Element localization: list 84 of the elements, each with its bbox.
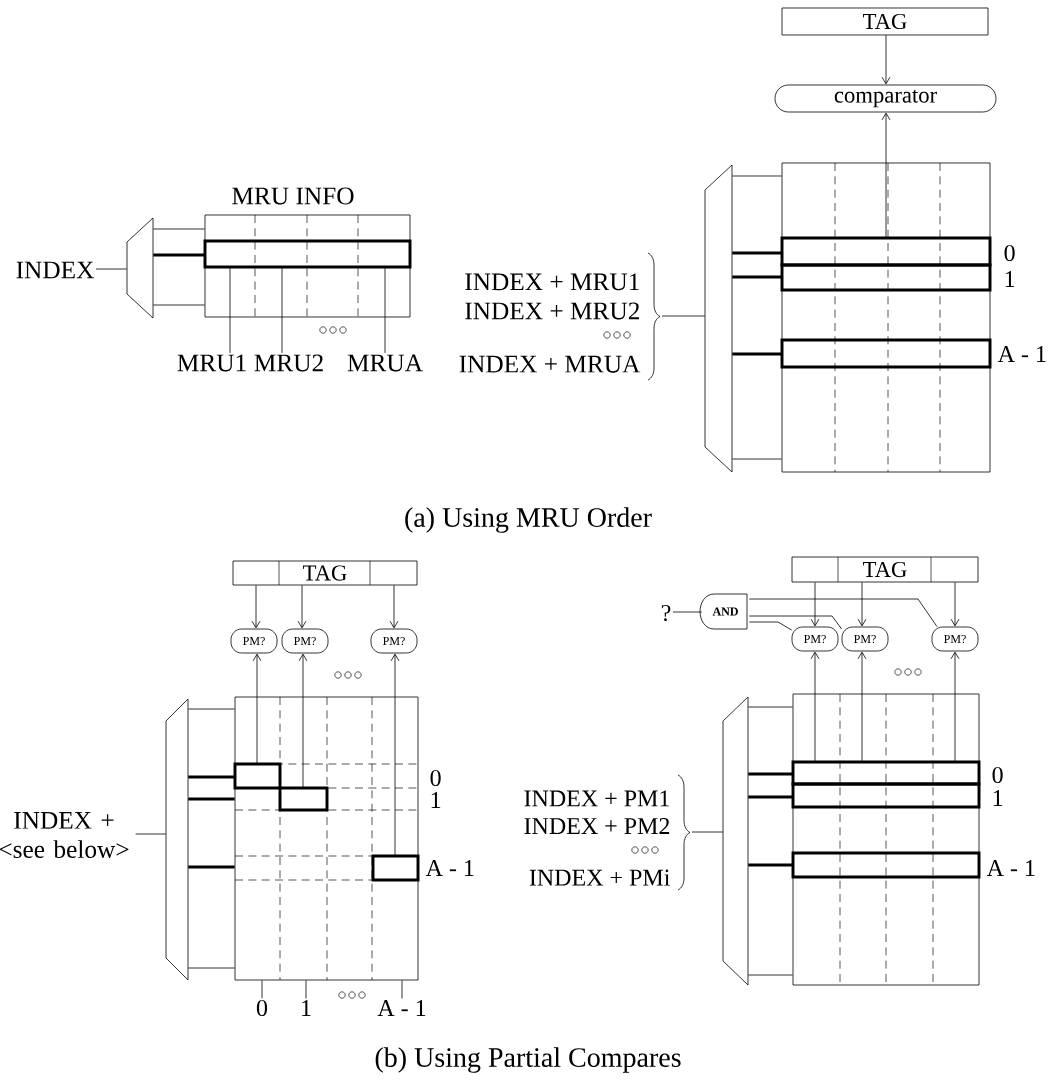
signal-line <box>135 833 167 835</box>
column-number: 1 <box>302 1000 311 1016</box>
column-number: A - 1 <box>377 1000 426 1016</box>
word-line <box>748 795 793 799</box>
word-line <box>187 967 235 969</box>
arrow <box>857 582 867 627</box>
leader-line <box>384 265 386 354</box>
arrow <box>881 35 891 85</box>
comparator: PM? <box>281 628 329 654</box>
arrow <box>389 585 399 629</box>
comparator: PM? <box>791 626 839 652</box>
word-line <box>732 275 782 279</box>
row-number: 1 <box>1005 271 1015 287</box>
comparator: PM? <box>370 628 418 654</box>
field-label: MRUA <box>347 354 423 372</box>
decoder-symbol <box>165 698 189 981</box>
signal-label: INDEX + <see below> <box>0 812 129 858</box>
leader-line <box>401 980 403 999</box>
arrow <box>251 585 261 629</box>
word-line <box>187 708 235 710</box>
caption: (a) Using MRU Order <box>405 507 652 533</box>
word-line <box>747 706 793 708</box>
word-line <box>732 251 782 255</box>
arrow <box>950 582 960 627</box>
signal-line <box>95 268 128 270</box>
row-number: A - 1 <box>997 346 1046 362</box>
word-line <box>731 175 782 177</box>
signal-line <box>748 615 842 630</box>
leader-line <box>229 265 231 354</box>
leader-line <box>281 265 283 354</box>
arrow <box>857 651 867 762</box>
decoder-symbol <box>126 217 154 319</box>
arrow <box>810 582 820 627</box>
address-list: INDEX + PM1 INDEX + PM2 INDEX + PMi <box>524 790 670 886</box>
word-line <box>153 253 205 257</box>
comparator: PM? <box>230 628 278 654</box>
field-label: MRU1 <box>177 354 246 372</box>
comparator: PM? <box>841 626 889 652</box>
decoder-symbol <box>704 164 733 473</box>
word-line <box>188 797 235 801</box>
row-number: 0 <box>430 769 441 787</box>
signal-line <box>672 611 703 613</box>
row-number: A - 1 <box>425 860 474 876</box>
arrow <box>298 653 308 788</box>
word-line <box>747 974 793 976</box>
array-heading: MRU INFO <box>232 187 354 205</box>
signal-label: INDEX <box>16 261 94 279</box>
row-number: 1 <box>431 792 441 808</box>
and-gate: AND <box>699 593 748 630</box>
address-list: INDEX + MRU1 INDEX + MRU2 INDEX + MRUA <box>459 273 641 373</box>
word-line <box>152 228 205 230</box>
arrow <box>297 585 307 629</box>
arrow <box>810 651 820 762</box>
field-label: MRU2 <box>254 354 323 372</box>
leader-line <box>261 980 263 999</box>
arrow <box>252 653 262 764</box>
row-number: 0 <box>992 766 1003 784</box>
comparator: PM? <box>931 626 979 652</box>
signal-line <box>661 315 706 317</box>
row-number: 1 <box>993 790 1003 806</box>
arrow <box>950 651 960 762</box>
word-line <box>731 458 782 460</box>
column-number: 0 <box>256 999 268 1017</box>
signal-line <box>748 598 938 627</box>
signal-line <box>691 831 724 833</box>
leader-line <box>305 980 307 999</box>
signal-label: ? <box>661 604 671 622</box>
tag-register: TAG <box>232 560 418 586</box>
caption: (b) Using Partial Compares <box>375 1047 681 1073</box>
arrow <box>390 653 400 856</box>
word-line <box>188 865 235 869</box>
word-line <box>188 775 235 779</box>
word-line <box>748 772 793 776</box>
signal-line <box>748 621 792 631</box>
comparator: comparator <box>774 84 997 113</box>
arrow <box>881 112 891 238</box>
tag-register: TAG <box>781 7 989 36</box>
tag-register: TAG <box>791 556 979 583</box>
row-number: 0 <box>1004 244 1015 262</box>
word-line <box>748 863 793 867</box>
decoder-symbol <box>722 696 749 986</box>
word-line <box>732 352 782 356</box>
row-number: A - 1 <box>986 860 1035 876</box>
word-line <box>152 304 205 306</box>
